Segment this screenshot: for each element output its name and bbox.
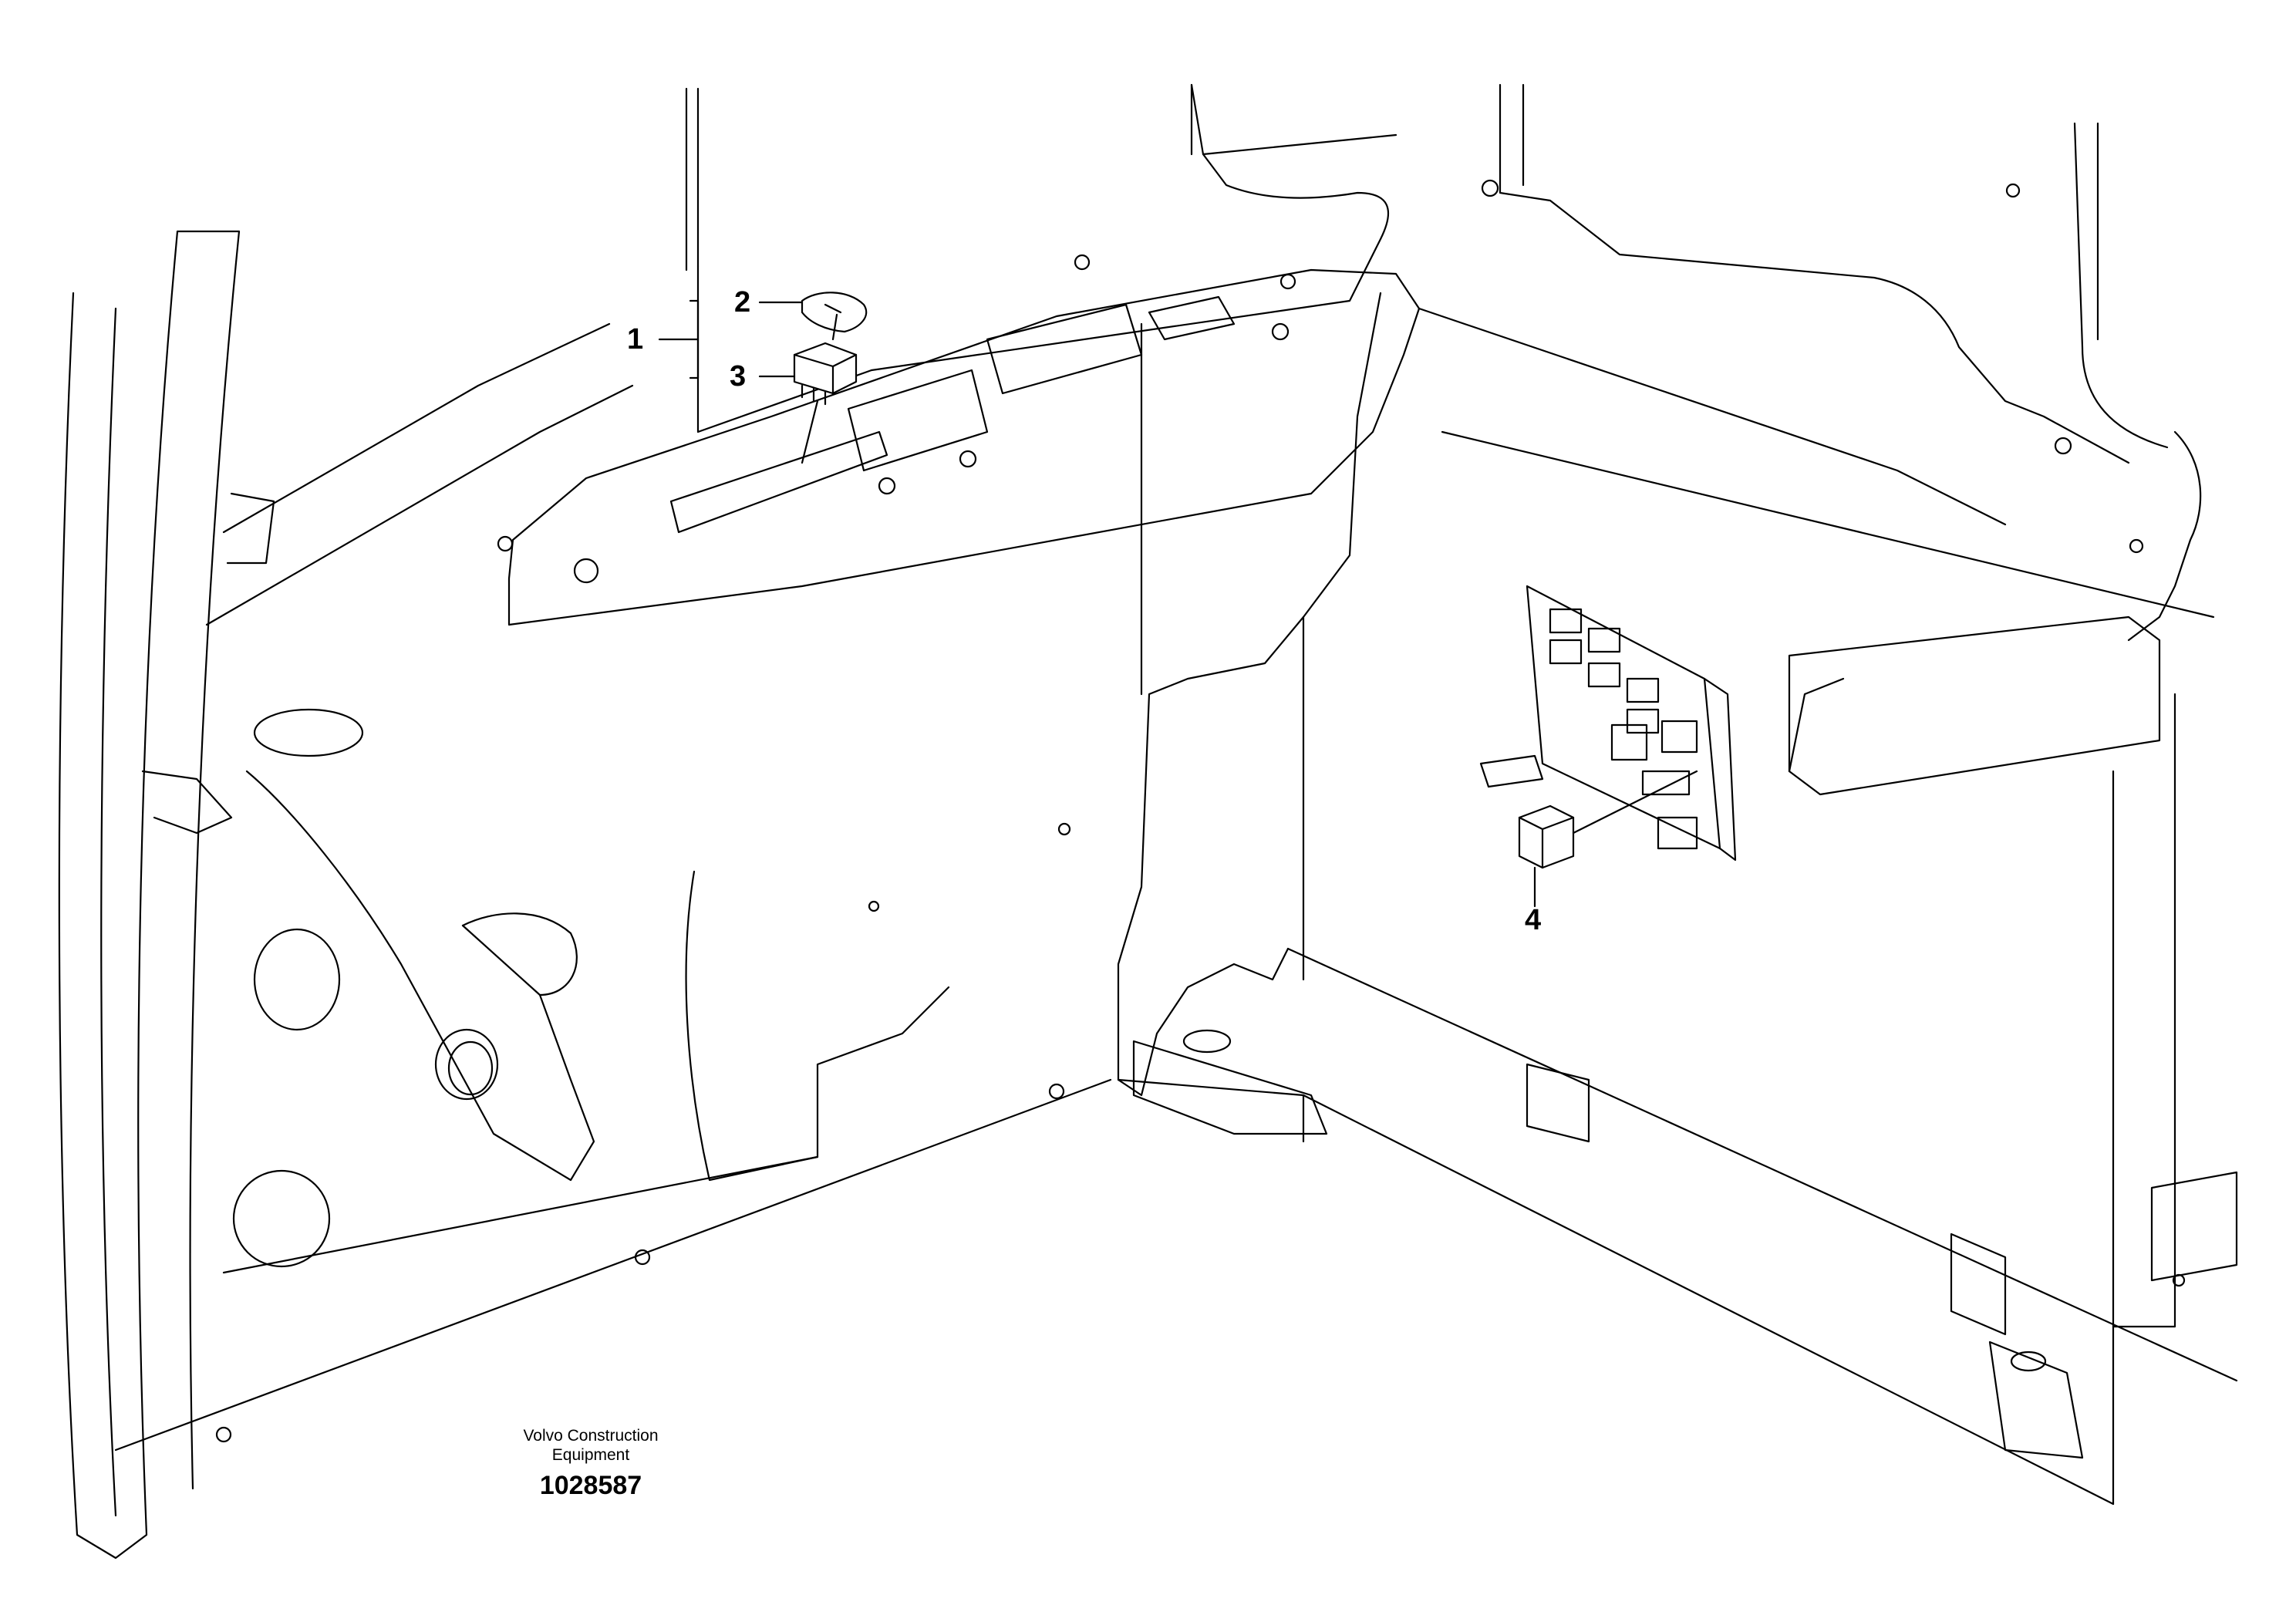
rear-wall-and-floor [1117,292,2238,1506]
left-side-console [114,254,1421,1452]
relay-board [1479,585,1737,862]
callout-label-1: 1 [627,323,643,356]
switch-cap-part [801,292,868,341]
rear-window-frame [685,83,1397,433]
switch-body-part [793,342,858,464]
left-door-pillar [58,230,634,1560]
company-name-line1: Volvo Construction [523,1427,658,1445]
company-name-line2: Equipment [552,1446,630,1464]
callout-label-2: 2 [734,286,750,319]
drawing-number: 1028587 [540,1471,642,1500]
right-pillar-frame [1481,83,2238,1328]
callout-label-3: 3 [730,360,746,393]
callout-label-4: 4 [1525,904,1541,936]
relay-part [1518,770,1698,869]
callout-leaders [658,299,1536,908]
